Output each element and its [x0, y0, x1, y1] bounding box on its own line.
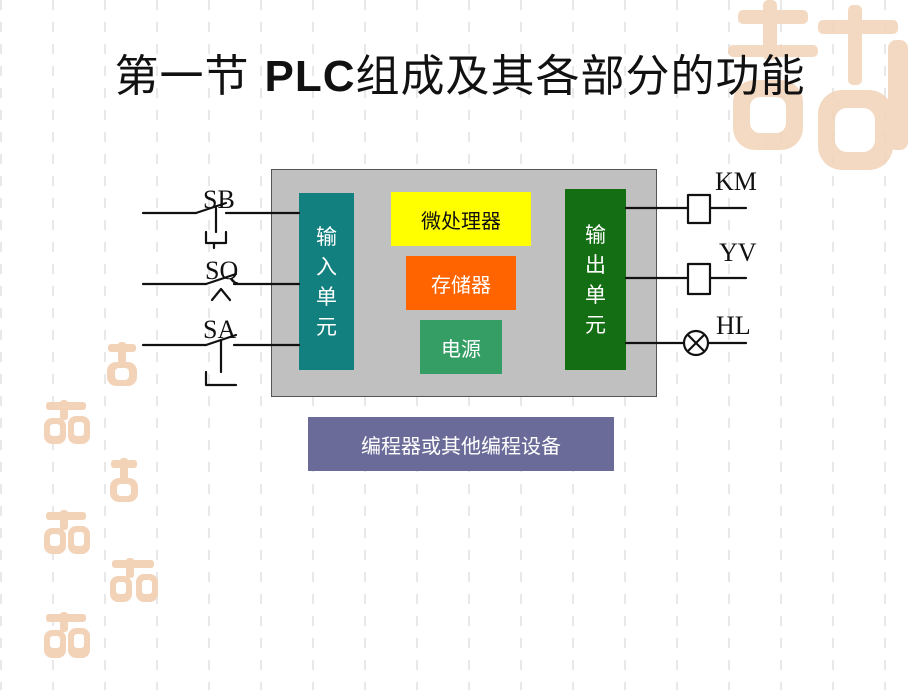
input-unit: 输 入 单 元	[299, 193, 354, 370]
input-unit-char: 输	[316, 224, 337, 249]
yv-label: YV	[719, 238, 757, 267]
seal-stamp-icon	[110, 458, 138, 502]
power-module: 电源	[420, 320, 502, 374]
sq-label: SQ	[205, 256, 239, 285]
cpu-module: 微处理器	[391, 192, 531, 246]
yv-coil-symbol	[624, 262, 748, 296]
programmer-device: 编程器或其他编程设备	[308, 417, 614, 471]
sa-label: SA	[203, 315, 237, 344]
seal-stamp-icon	[110, 558, 158, 602]
seal-stamp-icon	[107, 342, 137, 386]
title-prefix: 第一节	[114, 51, 250, 102]
slide-title: 第一节 PLC组成及其各部分的功能	[0, 40, 920, 104]
output-unit: 输 出 单 元	[565, 189, 626, 370]
km-coil-symbol	[624, 193, 748, 225]
sb-pushbutton-symbol	[141, 201, 301, 250]
hl-lamp-symbol	[624, 329, 748, 357]
seal-stamp-icon	[44, 400, 90, 444]
seal-stamp-icon	[44, 510, 90, 554]
output-unit-char: 单	[585, 282, 606, 307]
title-bold: PLC	[264, 52, 356, 101]
input-unit-char: 单	[316, 284, 337, 309]
sq-limit-switch-symbol	[141, 272, 301, 302]
seal-stamp-icon	[728, 0, 908, 170]
title-suffix: 组成及其各部分的功能	[355, 51, 806, 102]
output-unit-char: 出	[585, 252, 606, 277]
sa-selector-switch-symbol	[141, 333, 301, 387]
input-unit-char: 元	[316, 314, 337, 339]
seal-stamp-icon	[44, 612, 90, 658]
memory-module: 存储器	[406, 256, 516, 310]
input-unit-char: 入	[316, 254, 337, 279]
km-label: KM	[715, 167, 757, 196]
output-unit-char: 输	[585, 222, 606, 247]
output-unit-char: 元	[585, 312, 606, 337]
hl-label: HL	[716, 311, 751, 340]
sb-label: SB	[203, 185, 235, 214]
